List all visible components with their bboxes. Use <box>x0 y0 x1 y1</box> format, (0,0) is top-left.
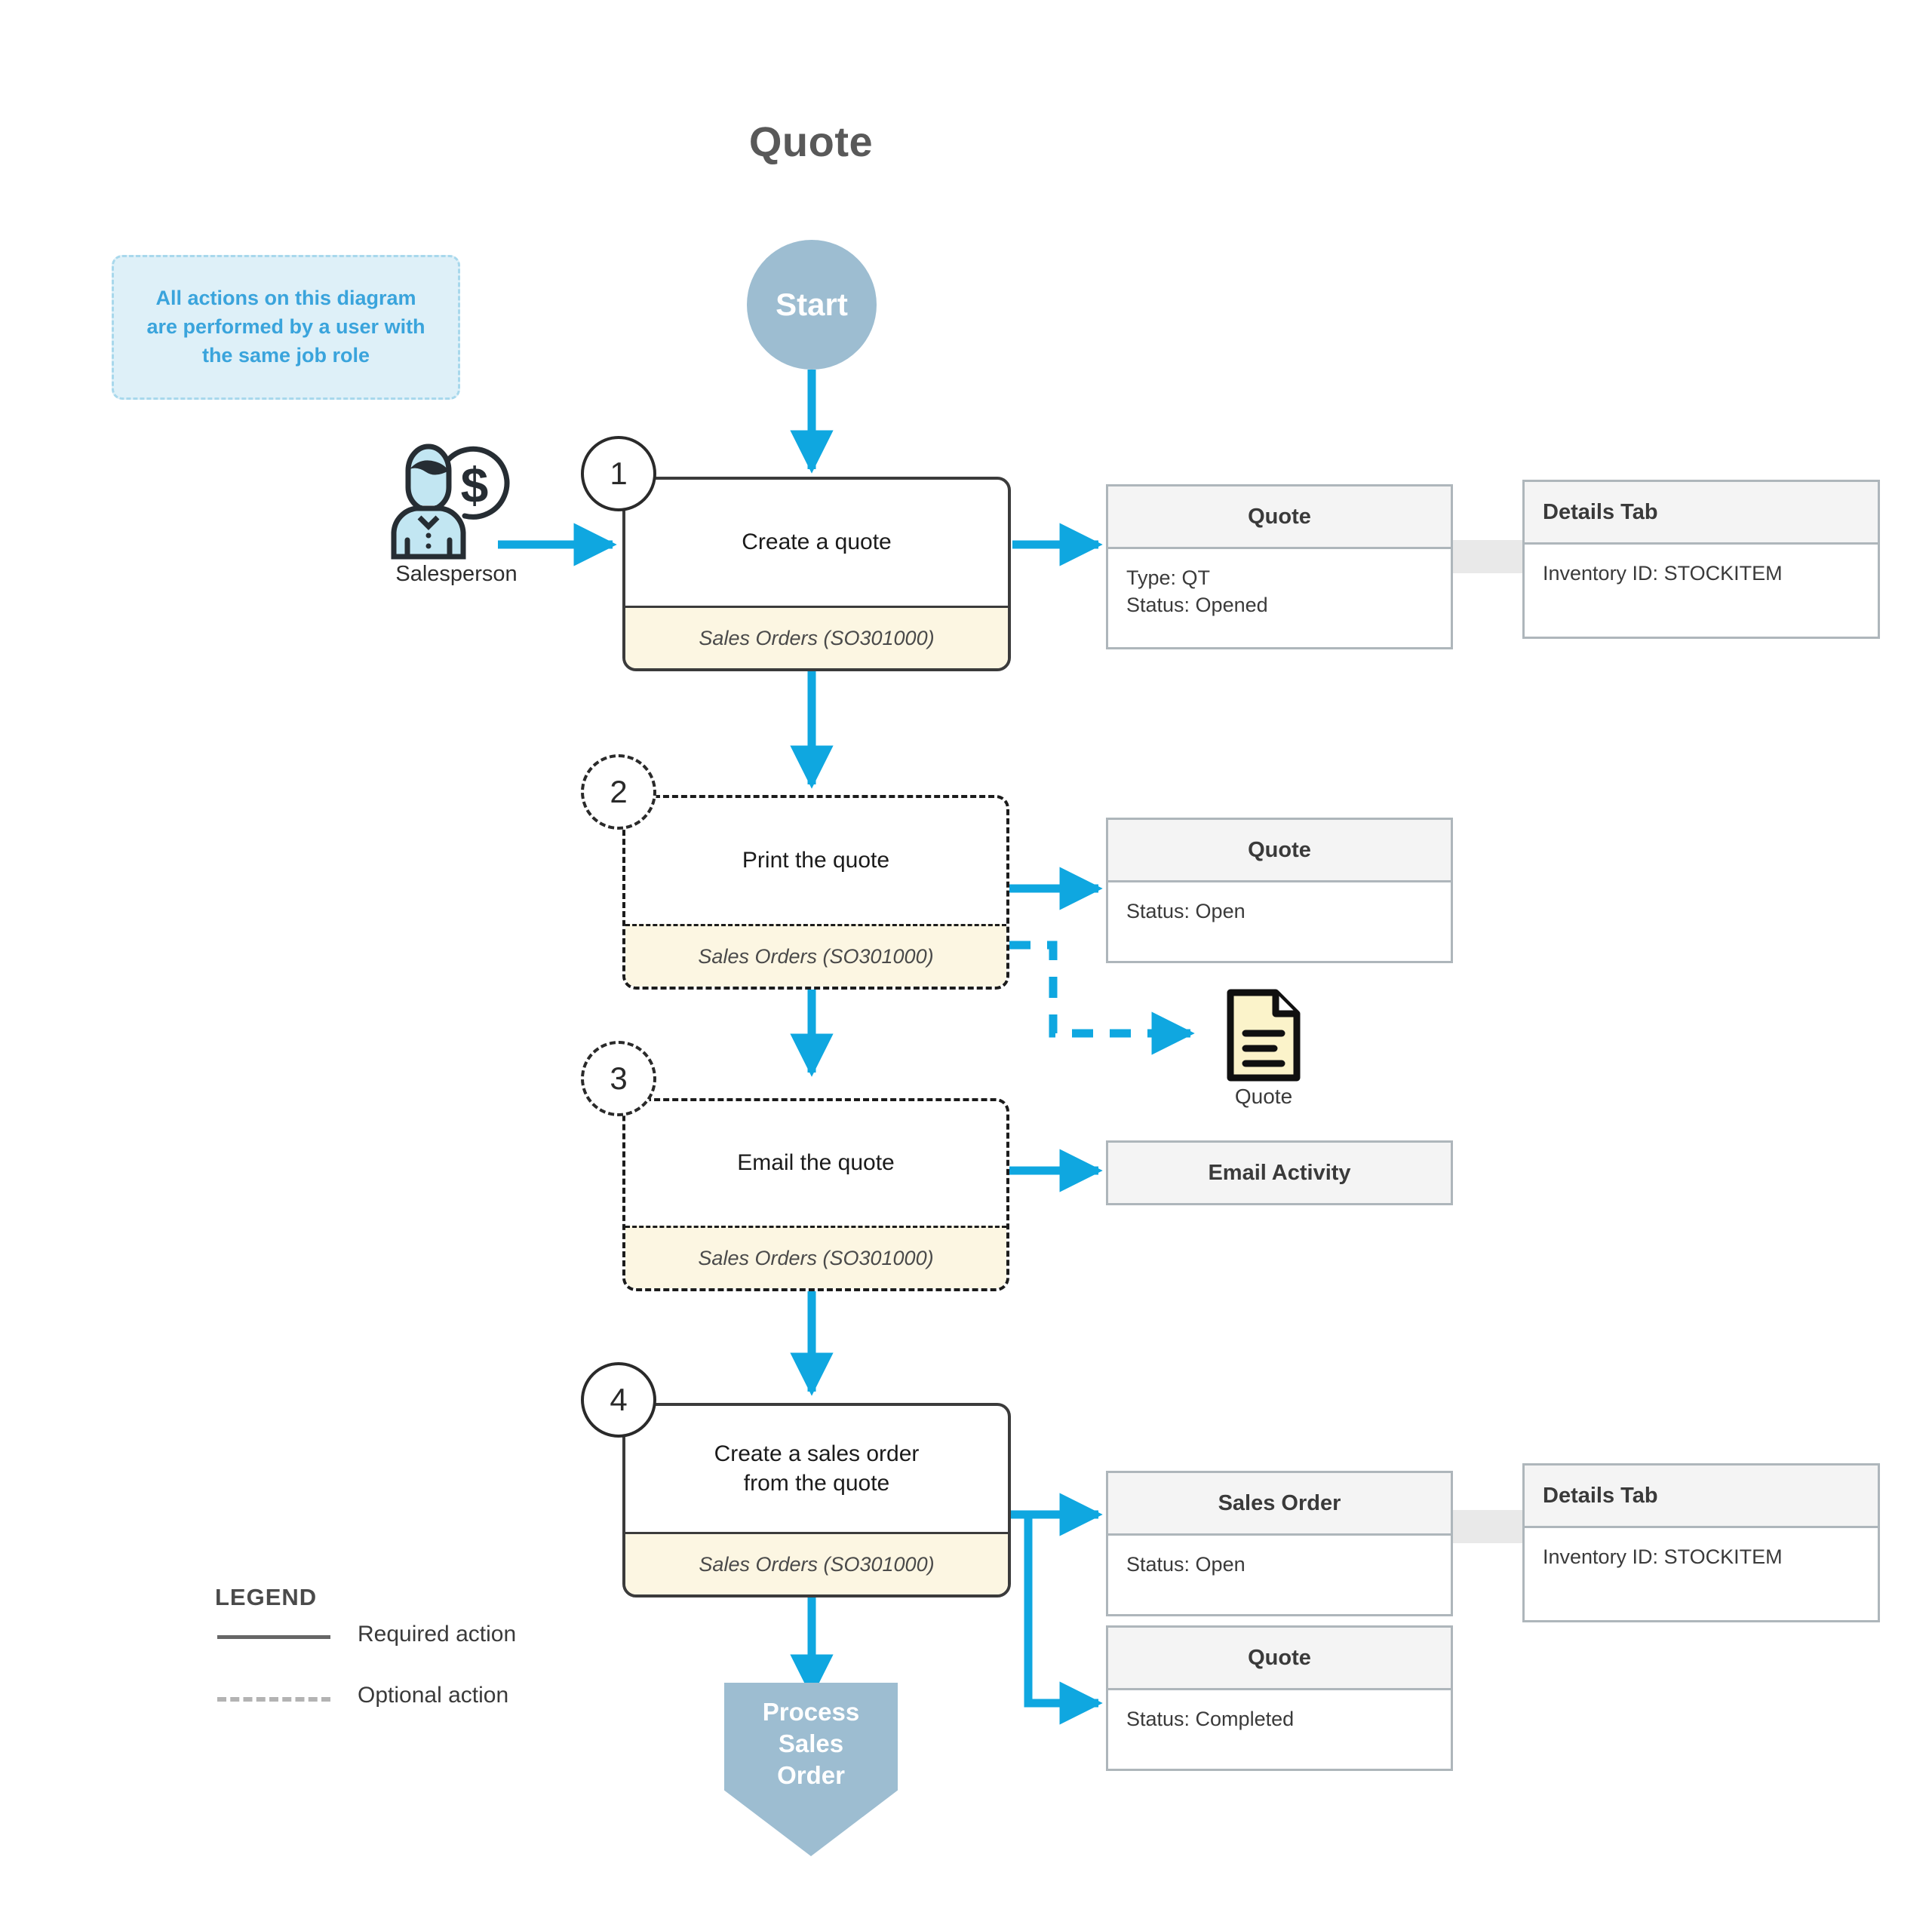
entity-header-quote-printed: Quote <box>1108 820 1451 882</box>
legend-swatch-required <box>217 1635 330 1639</box>
entity-header-details-tab-1: Details Tab <box>1525 482 1878 545</box>
step-box-email-the-quote[interactable]: Email the quote Sales Orders (SO301000) <box>622 1098 1009 1291</box>
entity-card-quote-completed: Quote Status: Completed <box>1106 1625 1453 1771</box>
arrow-step4-branch-to-quote-completed <box>1024 1515 1103 1725</box>
step-badge-1: 1 <box>581 436 656 511</box>
legend-label-optional: Optional action <box>358 1683 509 1708</box>
step-label-2: Print the quote <box>742 848 890 873</box>
step-box-create-sales-order[interactable]: Create a sales order from the quote Sale… <box>622 1403 1011 1597</box>
step-box-print-the-quote[interactable]: Print the quote Sales Orders (SO301000) <box>622 795 1009 990</box>
entity-header-details-tab-2: Details Tab <box>1525 1466 1878 1528</box>
step-label-4: Create a sales order from the quote <box>714 1441 920 1496</box>
entity-body-quote-completed: Status: Completed <box>1126 1708 1295 1730</box>
step-badge-3: 3 <box>581 1041 656 1116</box>
salesperson-icon: $ <box>377 422 528 562</box>
entity-body-details-tab-1: Inventory ID: STOCKITEM <box>1543 562 1783 585</box>
entity-card-email-activity: Email Activity <box>1106 1140 1453 1205</box>
process-end-label: Process Sales Order <box>762 1698 860 1789</box>
entity-body-sales-order: Status: Open <box>1126 1553 1246 1576</box>
card-link-2 <box>1453 1510 1522 1543</box>
document-icon <box>1226 988 1301 1082</box>
step-badge-2: 2 <box>581 754 656 830</box>
entity-body-quote: Type: QT Status: Opened <box>1126 566 1268 617</box>
entity-body-quote-printed: Status: Open <box>1126 900 1246 922</box>
legend-title: LEGEND <box>215 1584 318 1610</box>
process-end-node[interactable]: Process Sales Order <box>724 1683 898 1856</box>
legend-label-required: Required action <box>358 1622 517 1647</box>
diagram-note: All actions on this diagram are performe… <box>112 255 460 400</box>
entity-card-quote-printed: Quote Status: Open <box>1106 818 1453 963</box>
step-box-create-a-quote[interactable]: Create a quote Sales Orders (SO301000) <box>622 477 1011 671</box>
entity-body-details-tab-2: Inventory ID: STOCKITEM <box>1543 1545 1783 1568</box>
step-screen-4: Sales Orders (SO301000) <box>625 1532 1008 1594</box>
step-label-1: Create a quote <box>742 529 892 555</box>
entity-header-quote-completed: Quote <box>1108 1628 1451 1690</box>
entity-card-details-tab-1: Details Tab Inventory ID: STOCKITEM <box>1522 480 1880 639</box>
entity-card-quote-created: Quote Type: QT Status: Opened <box>1106 484 1453 649</box>
page-title: Quote <box>748 118 874 165</box>
entity-header-sales-order: Sales Order <box>1108 1473 1451 1536</box>
entity-card-sales-order: Sales Order Status: Open <box>1106 1471 1453 1616</box>
salesperson-label: Salesperson <box>395 562 518 586</box>
step-label-3: Email the quote <box>737 1150 895 1176</box>
entity-header-quote: Quote <box>1108 486 1451 549</box>
svg-text:$: $ <box>461 457 489 513</box>
start-node[interactable]: Start <box>747 240 877 370</box>
diagram-note-text: All actions on this diagram are performe… <box>146 287 425 367</box>
legend-swatch-optional <box>217 1697 330 1702</box>
step-screen-1: Sales Orders (SO301000) <box>625 606 1008 668</box>
entity-header-email-activity: Email Activity <box>1108 1143 1451 1203</box>
entity-card-details-tab-2: Details Tab Inventory ID: STOCKITEM <box>1522 1463 1880 1622</box>
step-screen-2: Sales Orders (SO301000) <box>625 924 1006 987</box>
step-screen-3: Sales Orders (SO301000) <box>625 1226 1006 1288</box>
card-link-1 <box>1453 540 1522 573</box>
step-badge-4: 4 <box>581 1362 656 1438</box>
document-label: Quote <box>1234 1085 1293 1108</box>
